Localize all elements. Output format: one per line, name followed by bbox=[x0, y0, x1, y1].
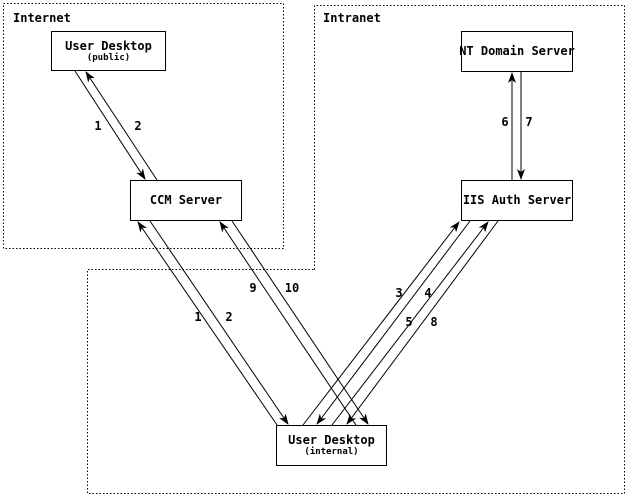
node-ccm-server: CCM Server bbox=[130, 180, 242, 221]
edge-line-10-ccm-to-internal bbox=[231, 220, 369, 425]
node-title: NT Domain Server bbox=[459, 44, 575, 58]
edge-label-1-internal: 1 bbox=[194, 310, 202, 324]
node-user-desktop-internal: User Desktop (internal) bbox=[276, 425, 387, 466]
edge-label-4: 4 bbox=[424, 286, 432, 300]
region-label-intranet: Intranet bbox=[323, 11, 381, 25]
node-subtitle: (public) bbox=[86, 52, 131, 63]
edge-label-6: 6 bbox=[501, 115, 509, 129]
node-title: User Desktop bbox=[65, 38, 152, 53]
edge-label-10: 10 bbox=[284, 281, 300, 295]
edge-label-3: 3 bbox=[395, 286, 403, 300]
edge-label-2-public: 2 bbox=[134, 119, 142, 133]
edge-label-7: 7 bbox=[525, 115, 533, 129]
edge-line-4-iis-to-internal bbox=[316, 220, 471, 425]
node-title: IIS Auth Server bbox=[462, 193, 572, 207]
edge-line-9-internal-to-ccm bbox=[219, 221, 357, 426]
internet-region-outline bbox=[3, 3, 284, 249]
edge-line-5-internal-to-iis bbox=[331, 221, 489, 426]
node-nt-domain-server: NT Domain Server bbox=[459, 31, 575, 72]
region-label-internet: Internet bbox=[13, 11, 71, 25]
edge-line-3-internal-to-iis bbox=[302, 221, 460, 426]
edge-label-9: 9 bbox=[249, 281, 257, 295]
node-iis-auth-server: IIS Auth Server bbox=[461, 180, 573, 221]
edge-label-5: 5 bbox=[405, 315, 413, 329]
edge-line-2-ccm-to-public bbox=[85, 71, 158, 181]
edge-line-1-internal-to-ccm bbox=[137, 221, 278, 426]
edge-label-1-public: 1 bbox=[94, 119, 102, 133]
edge-line-8-iis-to-internal bbox=[346, 220, 499, 425]
node-subtitle: (internal) bbox=[304, 447, 359, 457]
edge-line-1-public-to-ccm bbox=[74, 70, 146, 180]
node-title: CCM Server bbox=[149, 193, 223, 207]
edge-label-8: 8 bbox=[430, 315, 438, 329]
edge-label-2-internal: 2 bbox=[225, 310, 233, 324]
edge-line-2-ccm-to-internal bbox=[149, 220, 289, 425]
intranet-region-outline bbox=[87, 5, 625, 494]
node-title: User Desktop bbox=[288, 433, 375, 447]
node-user-desktop-public: User Desktop (public) bbox=[51, 31, 166, 71]
